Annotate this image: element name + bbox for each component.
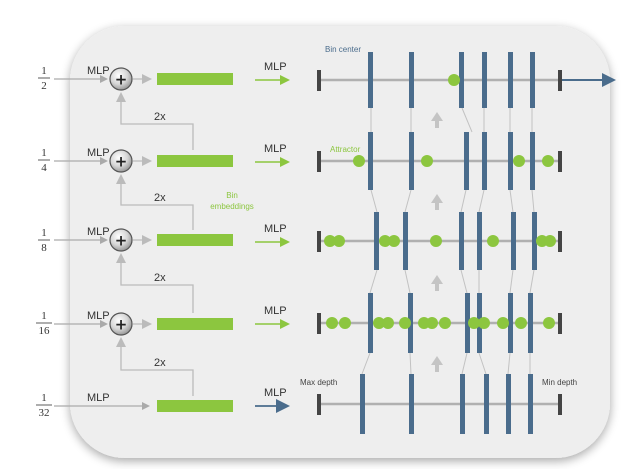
bin-embeddings-label-line1: Bin (226, 191, 238, 200)
bin-centers-row-2 (368, 132, 535, 190)
level-3-numerator: 1 (41, 227, 47, 239)
input-mlp-label-2: MLP (87, 147, 110, 159)
adder-3: + (109, 228, 133, 252)
upsample-label-3: 2x (154, 272, 166, 284)
attractors-row-2 (353, 155, 554, 167)
mlp-label-1: MLP (264, 61, 287, 73)
mlp-label-4: MLP (264, 305, 287, 317)
bin-centers-row-3 (374, 212, 537, 270)
level-5-denominator: 32 (39, 407, 50, 419)
left-decoder: MLP MLP MLP MLP MLP + + + + 2 (54, 61, 290, 413)
level-2-denominator: 4 (41, 162, 47, 174)
level-2-numerator: 1 (41, 147, 47, 159)
level-1-denominator: 2 (41, 80, 47, 92)
input-mlp-label-3: MLP (87, 226, 110, 238)
level-1-numerator: 1 (41, 65, 47, 77)
max-depth-label: Max depth (300, 378, 337, 387)
plus-icon: + (115, 316, 128, 334)
bin-embedding-bar-4 (157, 318, 233, 330)
skip-path-5-to-4 (116, 337, 194, 396)
min-depth-label: Min depth (542, 378, 577, 387)
level-4-denominator: 16 (39, 325, 51, 337)
bin-embedding-bar-2 (157, 155, 233, 167)
attractors-row-3 (324, 235, 556, 247)
upsample-label-4: 2x (154, 357, 166, 369)
plus-icon: + (115, 153, 128, 171)
plus-icon: + (115, 232, 128, 250)
mlp-label-2: MLP (264, 143, 287, 155)
bin-refinement: Bin center Attractor Max depth Min depth (300, 45, 616, 434)
bin-centers-row-1 (368, 52, 535, 108)
axis-end-caps (317, 70, 562, 415)
bin-center-label: Bin center (325, 45, 361, 54)
input-mlp-label-1: MLP (87, 65, 110, 77)
bin-connectors (361, 107, 535, 375)
skip-path-2-to-1 (116, 92, 194, 150)
skip-path-3-to-2 (116, 174, 194, 230)
upsample-label-1: 2x (154, 111, 166, 123)
upsample-label-2: 2x (154, 192, 166, 204)
attractors-row-1 (448, 74, 460, 86)
adder-4: + (109, 312, 133, 336)
level-5-numerator: 1 (41, 392, 47, 404)
mlp-label-5: MLP (264, 387, 287, 399)
input-mlp-label-4: MLP (87, 310, 110, 322)
bin-embedding-bar-3 (157, 234, 233, 246)
refine-arrows (431, 112, 443, 372)
bin-embedding-bar-1 (157, 73, 233, 85)
bin-embedding-bar-5 (157, 400, 233, 412)
level-labels: 1 2 1 4 1 8 1 16 1 32 (36, 65, 52, 419)
plus-icon: + (115, 71, 128, 89)
skip-path-4-to-3 (116, 253, 194, 313)
input-mlp-label-5: MLP (87, 392, 110, 404)
level-4-numerator: 1 (41, 310, 47, 322)
bin-embeddings-label-line2: embeddings (210, 202, 254, 211)
attractors-row-4 (326, 317, 555, 329)
attractor-label: Attractor (330, 145, 361, 154)
mlp-label-3: MLP (264, 223, 287, 235)
level-3-denominator: 8 (41, 242, 47, 254)
bin-centers-row-5 (360, 374, 533, 434)
adder-1: + (109, 67, 133, 91)
adder-2: + (109, 149, 133, 173)
